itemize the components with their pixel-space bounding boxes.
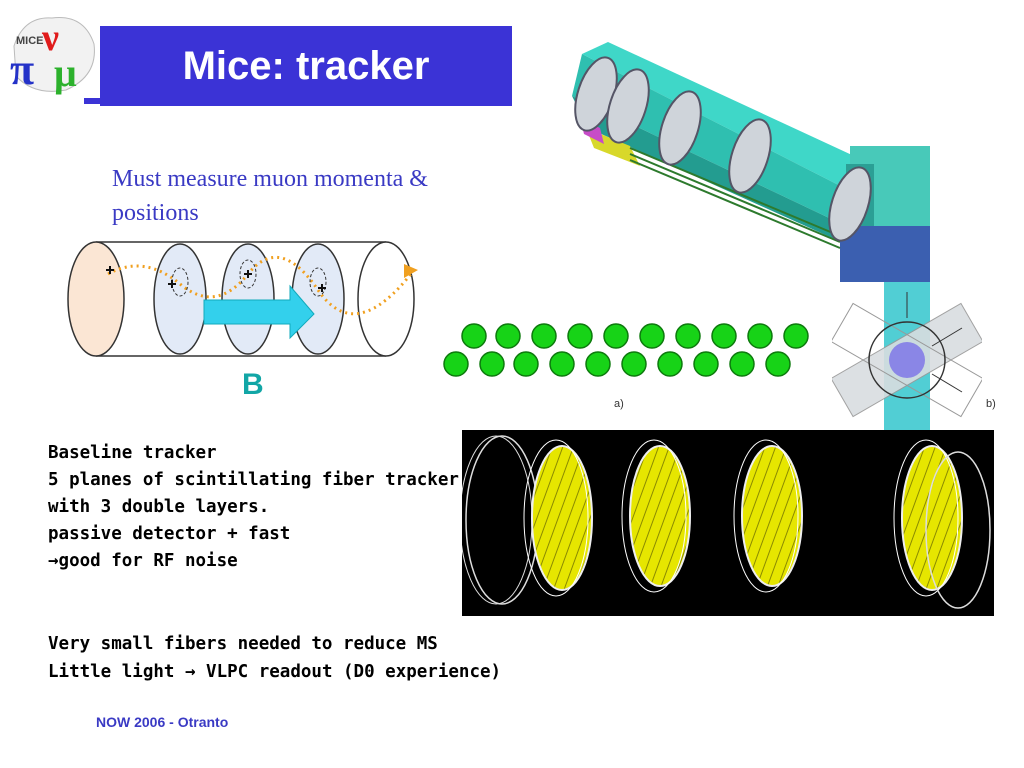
logo-text: MICE xyxy=(16,35,44,47)
slide-title: Mice: tracker xyxy=(100,26,512,106)
mice-logo-icon: MICE π ν μ xyxy=(10,17,95,95)
text-line-4: passive detector + fast xyxy=(48,524,291,544)
notes-line-2: Little light → VLPC readout (D0 experien… xyxy=(48,662,502,682)
fiber-layer-diagram xyxy=(436,318,812,384)
subtitle-line1: Must measure muon momenta & xyxy=(112,166,428,192)
arrow-icon: → xyxy=(184,662,196,682)
notes-line-1: Very small fibers needed to reduce MS xyxy=(48,634,438,654)
b-field-label: B xyxy=(242,368,264,401)
tracker-planes-render xyxy=(459,430,994,616)
tracker-sketch xyxy=(64,234,432,364)
tracker-description: Baseline tracker 5 planes of scintillati… xyxy=(48,440,459,575)
tracker-3d-render xyxy=(560,36,940,282)
text-line-3: with 3 double layers. xyxy=(48,497,270,517)
svg-text:ν: ν xyxy=(41,17,59,59)
figure-a-label: a) xyxy=(614,398,624,410)
arrow-icon: → xyxy=(48,551,59,571)
footer-text: NOW 2006 - Otranto xyxy=(96,714,229,730)
figure-b-label: b) xyxy=(986,398,996,410)
doublet-geometry-diagram xyxy=(830,282,984,432)
svg-text:π: π xyxy=(10,45,34,94)
title-underline xyxy=(84,98,102,104)
text-line-2: 5 planes of scintillating fiber tracker xyxy=(48,470,459,490)
subtitle-line2: positions xyxy=(112,200,199,226)
text-line-5: →good for RF noise xyxy=(48,551,238,571)
subtitle: Must measure muon momenta & positions xyxy=(112,162,512,230)
mice-logo: MICE π ν μ xyxy=(4,6,100,98)
fiber-notes: Very small fibers needed to reduce MS Li… xyxy=(48,630,501,686)
svg-text:μ: μ xyxy=(54,50,77,95)
text-line-1: Baseline tracker xyxy=(48,443,217,463)
